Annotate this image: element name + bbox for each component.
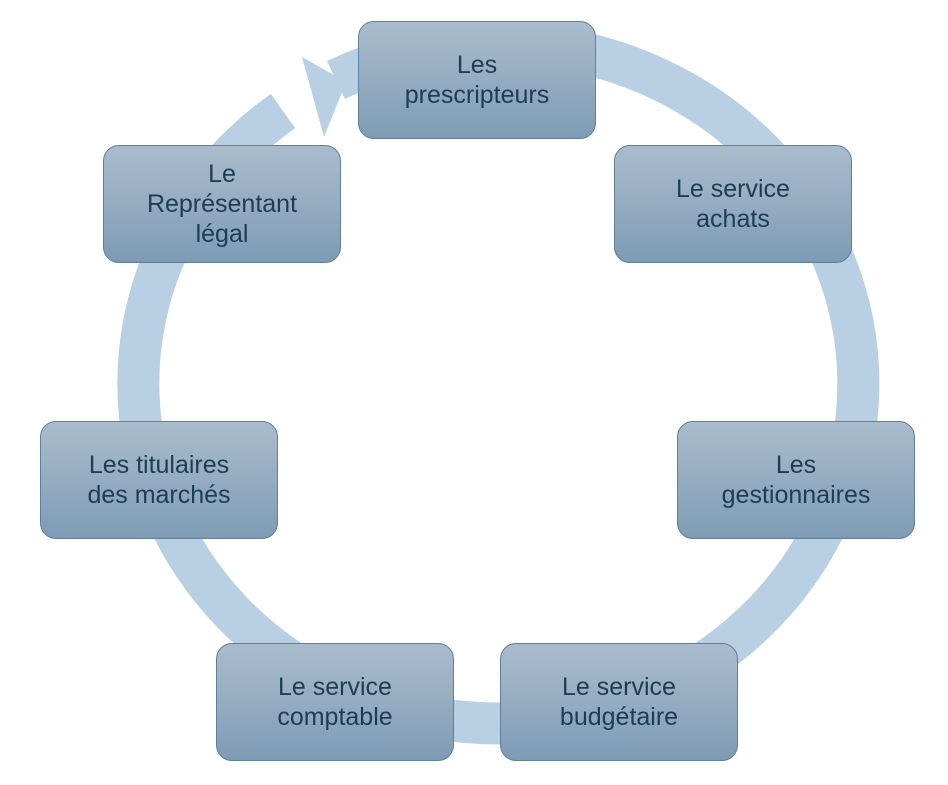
node-label: Le Représentant légal (146, 160, 298, 248)
node-les-prescripteurs: Les prescripteurs (358, 21, 596, 139)
node-titulaires-marches: Les titulaires des marchés (40, 421, 278, 539)
node-service-achats: Le service achats (614, 145, 852, 263)
node-representant-legal: Le Représentant légal (103, 145, 341, 263)
node-gestionnaires: Les gestionnaires (677, 421, 915, 539)
node-label: Le service achats (676, 175, 790, 233)
node-label: Les gestionnaires (721, 451, 871, 509)
node-label: Le service budgétaire (559, 673, 679, 731)
node-label: Les titulaires des marchés (87, 451, 231, 509)
node-label: Le service comptable (277, 673, 393, 731)
node-service-comptable: Le service comptable (216, 643, 454, 761)
cycle-arrow-head (302, 57, 346, 137)
node-service-budgetaire: Le service budgétaire (500, 643, 738, 761)
node-label: Les prescripteurs (404, 51, 550, 109)
